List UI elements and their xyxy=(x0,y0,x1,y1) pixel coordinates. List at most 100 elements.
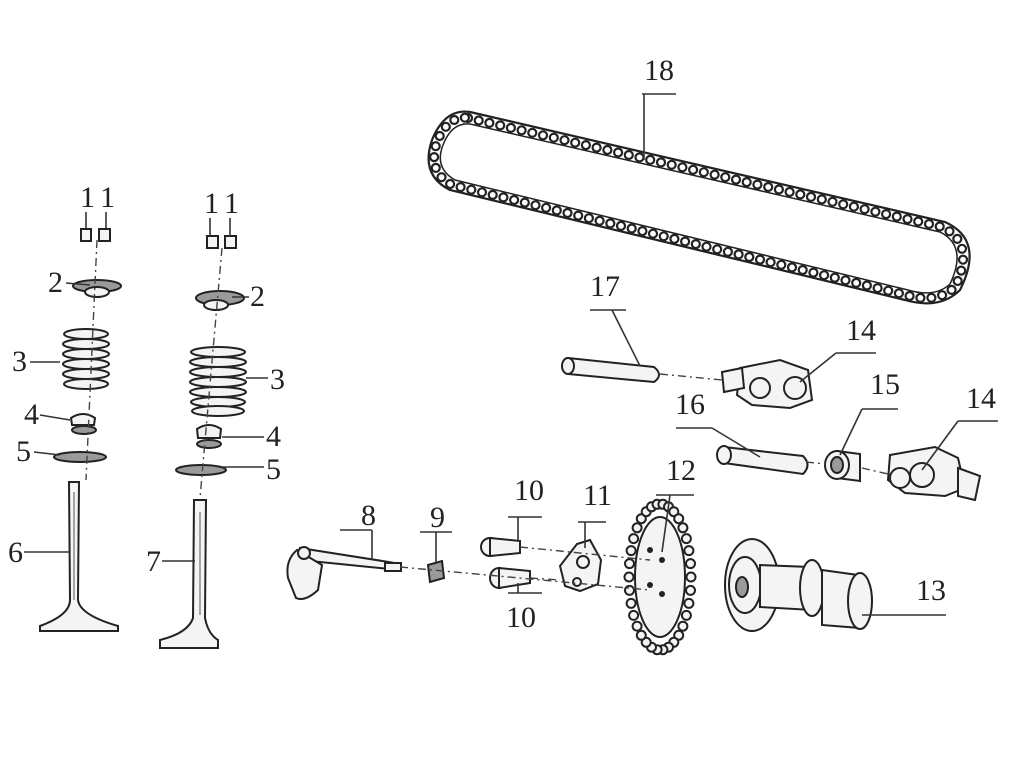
chain-link xyxy=(473,115,484,126)
chain-link xyxy=(540,202,552,213)
chain-link xyxy=(859,204,870,215)
chain-link xyxy=(904,290,915,302)
chain-link xyxy=(440,121,451,132)
camshaft xyxy=(724,538,873,632)
chain-link xyxy=(466,184,477,195)
spring-seat-left xyxy=(53,451,107,463)
chain-link xyxy=(805,191,817,202)
rocker-arm-lower xyxy=(886,445,982,502)
chain-link xyxy=(436,172,447,183)
chain-link xyxy=(580,140,592,151)
chain-link xyxy=(763,181,774,193)
chain-link xyxy=(893,288,905,299)
label-part-1: 1 xyxy=(224,187,239,220)
chain-link xyxy=(573,210,584,221)
chain-link xyxy=(744,251,755,263)
label-part-5: 5 xyxy=(16,435,31,468)
sprocket-tooth xyxy=(680,533,692,545)
chain-link xyxy=(498,192,509,203)
chain-link xyxy=(952,275,963,287)
decompressor-plate xyxy=(558,538,603,593)
label-part-12: 12 xyxy=(666,454,696,487)
rocker-bushing xyxy=(824,449,861,483)
chain-link xyxy=(923,218,935,230)
assembly-centerlines xyxy=(85,239,889,591)
chain-link xyxy=(773,184,785,195)
label-part-1: 1 xyxy=(100,181,115,214)
label-part-1: 1 xyxy=(204,187,219,220)
sprocket-tooth xyxy=(624,584,635,596)
valve-cotter-left-b xyxy=(98,228,111,242)
chain-link xyxy=(434,130,445,142)
chain-link xyxy=(741,177,752,188)
chain-link xyxy=(946,284,957,295)
chain-link xyxy=(430,162,441,173)
chain-link xyxy=(861,280,873,291)
chain-link xyxy=(816,194,827,205)
chain-link xyxy=(551,205,562,216)
sprocket-tooth xyxy=(683,545,695,557)
decompressor-lever xyxy=(286,546,403,600)
valve-stem-seal-right xyxy=(195,424,223,439)
sprocket-tooth xyxy=(635,629,647,641)
chain-link xyxy=(848,201,860,212)
rocker-arm-shaft-upper xyxy=(561,356,660,384)
chain-link xyxy=(765,257,776,268)
sprocket-bolt-upper xyxy=(480,536,521,558)
chain-link xyxy=(669,233,680,244)
chain-link xyxy=(956,243,968,254)
sprocket-tooth xyxy=(685,584,696,596)
chain-link xyxy=(516,125,527,136)
valve-stem-seal-left xyxy=(69,413,97,426)
rocker-arm-shaft-lower xyxy=(716,445,809,476)
label-part-7: 7 xyxy=(146,545,161,578)
sprocket-tooth xyxy=(625,597,637,609)
chain-link xyxy=(957,254,969,265)
chain-link xyxy=(880,209,892,220)
sprocket-tooth xyxy=(623,571,635,583)
label-part-18: 18 xyxy=(644,54,674,87)
sprocket-tooth xyxy=(683,597,695,609)
chain-link xyxy=(722,246,734,257)
chain-link xyxy=(902,214,913,225)
label-part-4: 4 xyxy=(266,420,281,453)
leader-lines xyxy=(24,93,998,616)
chain-link xyxy=(851,277,862,288)
chain-link xyxy=(559,135,570,146)
chain-link xyxy=(698,167,709,178)
chain-link xyxy=(720,172,731,183)
chain-link xyxy=(594,215,605,226)
chain-link xyxy=(926,292,937,303)
label-part-16: 16 xyxy=(675,388,705,421)
chain-link xyxy=(615,220,627,231)
label-part-10: 10 xyxy=(514,474,544,507)
spring-seat-right xyxy=(175,464,227,476)
label-part-13: 13 xyxy=(916,574,946,607)
label-part-3: 3 xyxy=(12,345,27,378)
chain-link xyxy=(701,241,712,252)
chain-link xyxy=(612,147,624,158)
chain-link xyxy=(591,142,602,153)
valve-cotter-right-b xyxy=(224,235,237,249)
chain-link xyxy=(570,137,581,148)
chain-link xyxy=(658,231,669,242)
chain-link xyxy=(455,182,466,193)
chain-link xyxy=(677,162,688,173)
exhaust-valve-assembly xyxy=(159,235,247,649)
chain-link xyxy=(487,189,498,200)
chain-link xyxy=(495,120,506,131)
sprocket-tooth xyxy=(631,620,643,632)
chain-link xyxy=(827,196,838,207)
chain-link xyxy=(519,197,530,208)
chain-link xyxy=(445,178,456,190)
chain-link xyxy=(484,117,495,129)
chain-link xyxy=(459,112,470,123)
chain-link xyxy=(645,154,656,165)
label-part-5: 5 xyxy=(266,453,281,486)
timing-chain xyxy=(427,110,971,305)
chain-link xyxy=(956,265,967,276)
chain-link xyxy=(430,141,441,152)
decompressor-spring xyxy=(426,559,446,584)
sprocket-tooth xyxy=(685,558,696,570)
